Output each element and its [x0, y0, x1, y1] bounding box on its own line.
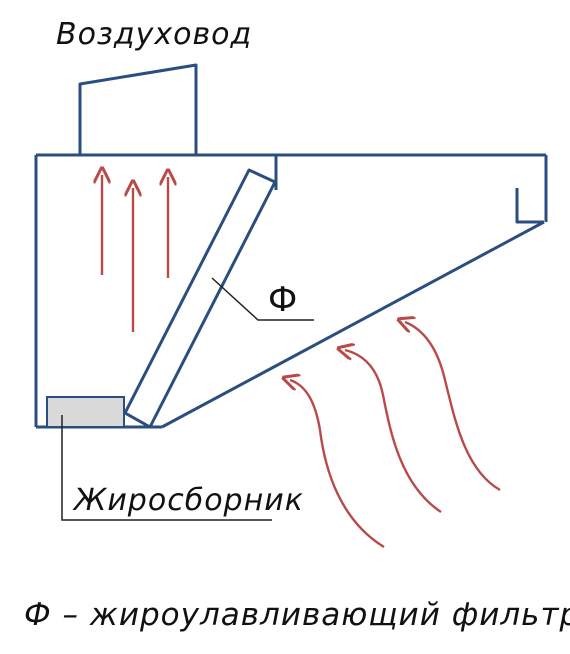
legend-text: Ф – жироулавливающий фильтр	[24, 597, 570, 633]
duct-outline	[78, 63, 198, 155]
filter-symbol-label: Ф	[268, 280, 297, 320]
fat-collector-label: Жиросборник	[72, 483, 304, 518]
airflow-arrow-curve-1	[290, 380, 385, 549]
airflow-up-arrows	[102, 175, 168, 332]
fat-collector-leader-line	[61, 415, 272, 521]
hood-slanted-bottom	[161, 220, 545, 429]
grease-filter	[123, 168, 277, 429]
duct-label: Воздуховод	[56, 17, 252, 52]
hood-right-lip	[515, 188, 544, 224]
airflow-arrow-curve-2	[345, 350, 442, 514]
airflow-in-arrows	[290, 322, 501, 549]
fat-collector	[46, 396, 125, 428]
leader-lines	[61, 277, 314, 521]
airflow-arrow-curve-3	[405, 322, 501, 492]
hood	[34, 63, 548, 429]
filter-leader-line	[211, 277, 314, 321]
